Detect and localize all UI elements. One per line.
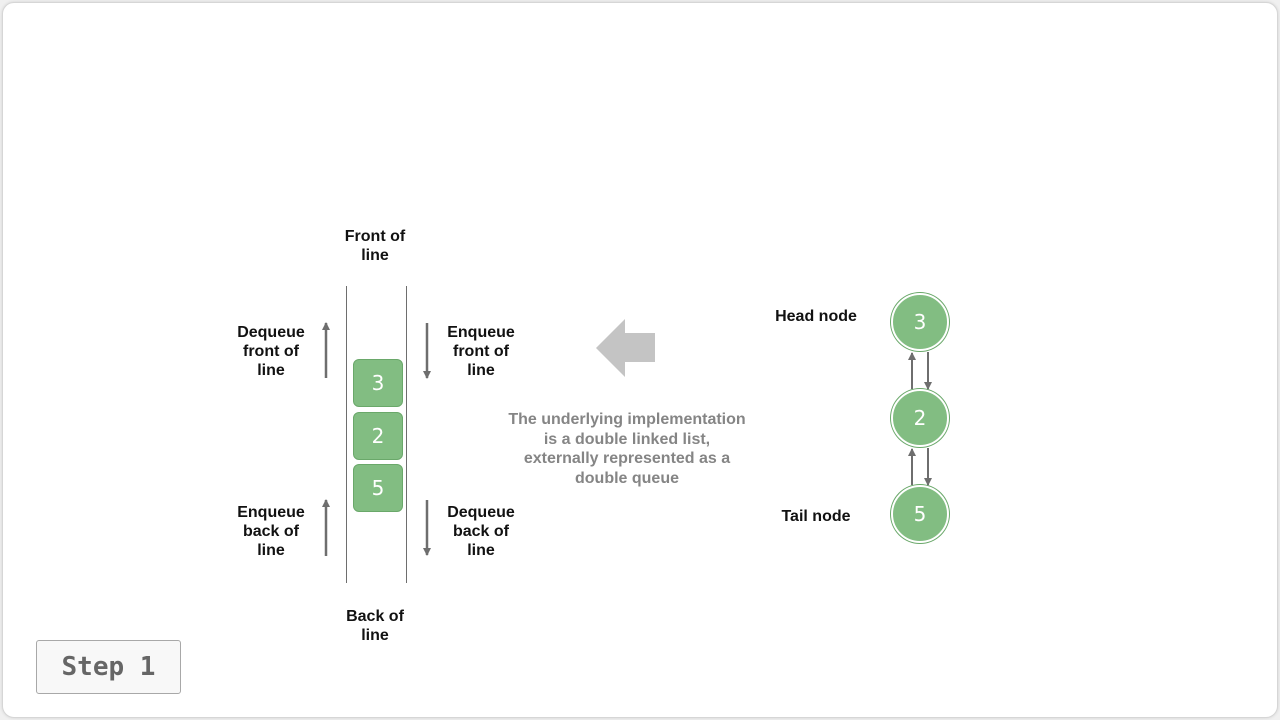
list-node: 2: [891, 389, 949, 447]
list-node: 5: [891, 485, 949, 543]
queue-right-rail: [406, 286, 407, 583]
queue-left-rail: [346, 286, 347, 583]
queue-item: 2: [353, 412, 403, 460]
list-node: 3: [891, 293, 949, 351]
enqueue-back-label: Enqueue back of line: [237, 504, 305, 559]
front-of-line-label: Front of line: [344, 228, 406, 264]
big-left-arrow: [596, 319, 655, 377]
dequeue-back-label: Dequeue back of line: [447, 504, 515, 559]
queue-item: 5: [353, 464, 403, 512]
head-node-label: Head node: [775, 308, 857, 325]
back-of-line-label: Back of line: [346, 608, 404, 644]
enqueue-front-label: Enqueue front of line: [447, 324, 515, 379]
implementation-note: The underlying implementation is a doubl…: [508, 411, 746, 487]
step-indicator-button[interactable]: Step 1: [36, 640, 181, 694]
dequeue-front-label: Dequeue front of line: [237, 324, 305, 379]
queue-item: 3: [353, 359, 403, 407]
tail-node-label: Tail node: [781, 508, 851, 525]
diagram-arrows: [322, 319, 932, 556]
